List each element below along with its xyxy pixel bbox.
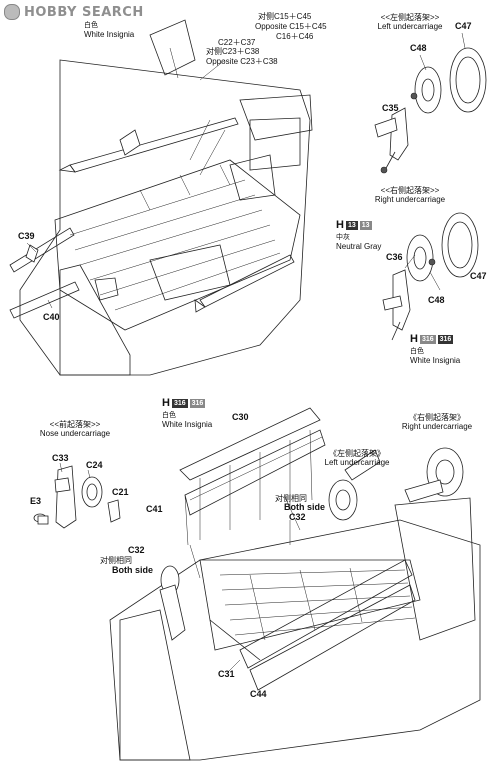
label-c24: C24	[86, 460, 103, 470]
label-c31: C31	[218, 669, 235, 679]
left-uc-title-zh: <<左侧起落架>>	[380, 13, 440, 22]
label-c21: C21	[112, 487, 129, 497]
left-uc-bottom-title-zh: 《左侧起落架》	[329, 449, 385, 458]
paint-chip: 316	[419, 334, 436, 344]
paint-code-white: H 316 316	[410, 333, 454, 345]
label-white-zh-3: 白色	[162, 412, 176, 419]
label-both-side-en: Both side	[284, 502, 326, 512]
nose-uc-title-zh: <<前起落架>>	[49, 420, 101, 429]
label-c48-left: C48	[410, 43, 427, 53]
label-gray-zh: 中灰	[336, 234, 350, 241]
right-uc-title-zh: <<右侧起落架>>	[380, 186, 440, 195]
label-e3: E3	[30, 496, 42, 506]
label-c30: C30	[232, 412, 249, 422]
label-c32-right: C32	[289, 512, 306, 522]
paint-chip: 13	[359, 220, 372, 230]
label-c23-en: Opposite C23＋C38	[206, 57, 278, 66]
label-c47-right: C47	[470, 271, 487, 281]
label-white-insignia-3: White Insignia	[162, 420, 213, 429]
paint-chip: 316	[171, 398, 188, 408]
label-c47-left: C47	[455, 21, 472, 31]
paint-code-neutral-gray: H 13 13	[336, 219, 372, 231]
paint-code-letter: H	[162, 397, 170, 409]
left-uc-title-en: Left undercarriage	[377, 22, 443, 31]
left-uc-bottom-title-en: Left undercarriage	[324, 458, 390, 467]
label-c15-en: Opposite C15＋C45	[255, 22, 327, 31]
label-neutral-gray: Neutral Gray	[336, 242, 382, 251]
paint-code-white-bottom: H 316 316	[162, 397, 206, 409]
label-c22: C22＋C37	[218, 38, 256, 47]
right-undercarriage-drawing	[382, 212, 479, 341]
nose-uc-title-en: Nose undercarriage	[39, 429, 111, 438]
label-c44: C44	[250, 689, 267, 699]
label-c32-left: C32	[128, 545, 145, 555]
nose-undercarriage-drawing	[33, 462, 121, 529]
label-white-insignia-2: White Insignia	[410, 356, 461, 365]
paint-code-letter: H	[336, 219, 344, 231]
label-c39: C39	[18, 231, 35, 241]
left-undercarriage-drawing	[374, 32, 487, 174]
paint-chip: 316	[189, 398, 206, 408]
paint-chip: 13	[345, 220, 358, 230]
watermark-logo: HOBBY SEARCH	[4, 4, 144, 20]
label-white-insignia: White Insignia	[84, 30, 135, 39]
label-c33: C33	[52, 453, 69, 463]
label-c48-right: C48	[428, 295, 445, 305]
label-both-side-en-2: Both side	[112, 565, 154, 575]
label-c16: C16＋C46	[276, 32, 314, 41]
paint-chip: 316	[437, 334, 454, 344]
logo-wordmark: HOBBY SEARCH	[24, 4, 144, 20]
label-c23-zh: 对侧C23＋C38	[206, 47, 260, 56]
paint-code-letter: H	[410, 333, 418, 345]
right-uc-bottom-title-zh: 《右侧起落架》	[409, 413, 465, 422]
right-uc-title-en: Right undercarriage	[374, 195, 446, 204]
label-both-side-zh-2: 对侧相同	[100, 556, 132, 565]
label-c36: C36	[386, 252, 403, 262]
label-white-zh: 白色	[84, 22, 98, 29]
label-c41: C41	[146, 504, 163, 514]
top-fuselage-drawing	[9, 19, 313, 376]
label-c35: C35	[382, 103, 399, 113]
label-c15-zh: 对侧C15＋C45	[258, 12, 312, 21]
label-white-zh-2: 白色	[410, 348, 424, 355]
bottom-fuselage-drawing	[109, 407, 481, 761]
logo-icon	[4, 4, 20, 20]
label-c40: C40	[43, 312, 60, 322]
label-both-side-zh: 对侧相同	[275, 494, 307, 503]
right-uc-bottom-title-en: Right undercarriage	[401, 422, 473, 431]
